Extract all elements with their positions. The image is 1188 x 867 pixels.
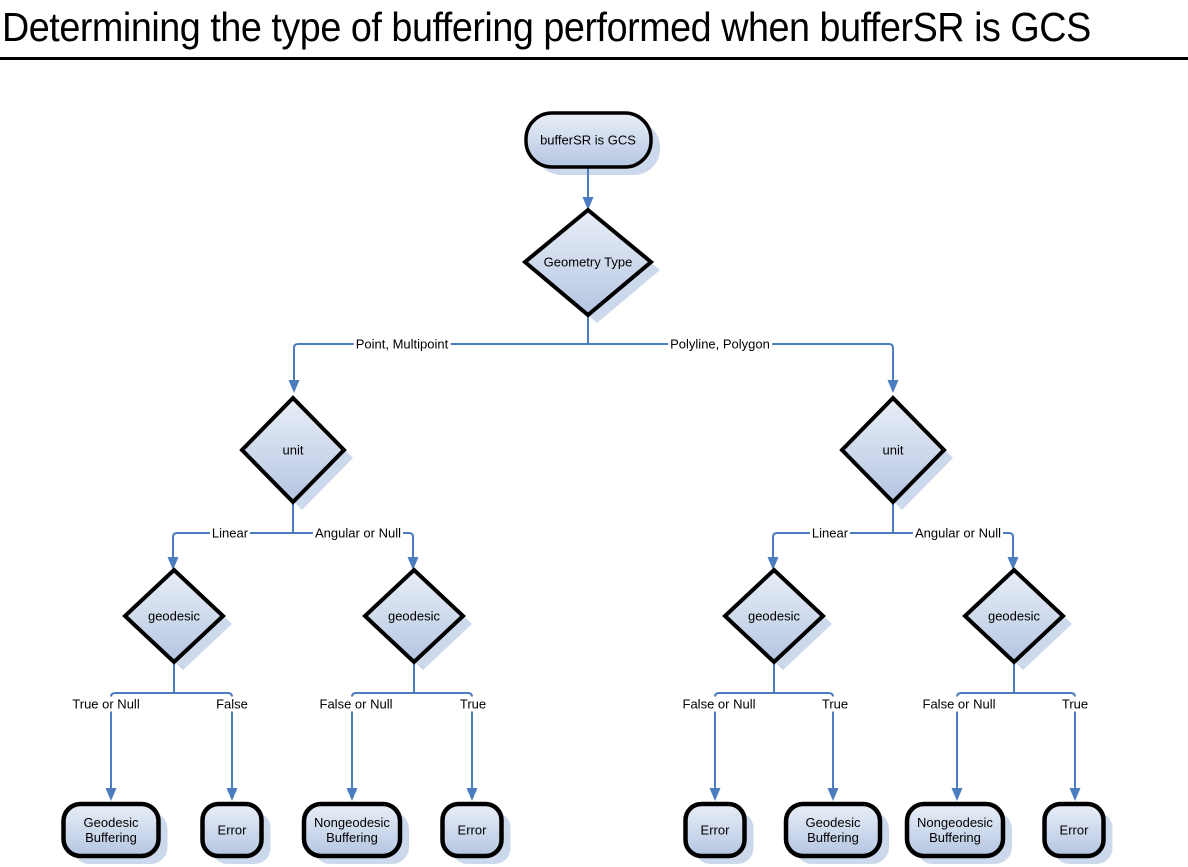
arrow-icon	[407, 557, 419, 570]
terminal-label: Error	[700, 822, 730, 838]
start-node-label: bufferSR is GCS	[540, 132, 636, 148]
arrow-icon	[951, 788, 963, 801]
terminal-error-1-shape	[200, 801, 264, 859]
terminal-error-3-shape	[683, 801, 747, 859]
edge-geodesic-2-split	[351, 662, 473, 789]
edge-label-true: True	[1059, 696, 1091, 712]
page-title-text: Determining the type of buffering perfor…	[2, 4, 1091, 50]
edge-geodesic-4-split	[956, 662, 1076, 789]
edge-label-false-or-null: False or Null	[920, 696, 998, 712]
arrow-icon	[105, 788, 117, 801]
terminal-geodesic-buffering-1-shape	[61, 801, 161, 859]
edge-label-false-or-null: False or Null	[317, 696, 395, 712]
geodesic-1-decision-shape	[122, 567, 226, 665]
terminal-error-2-shape	[440, 801, 504, 859]
arrow-icon	[226, 788, 238, 801]
node-shapes	[61, 111, 1106, 859]
edge-label-angular-or-null-left: Angular or Null	[313, 525, 403, 541]
arrowheads	[105, 197, 1081, 801]
terminal-error-4-shape	[1042, 801, 1106, 859]
arrow-icon	[827, 788, 839, 801]
page-title: Determining the type of buffering perfor…	[0, 0, 1188, 60]
arrow-icon	[167, 557, 179, 570]
edge-geometry-split	[293, 315, 894, 381]
edge-label-true: True	[457, 696, 489, 712]
terminal-label: Error	[1059, 822, 1089, 838]
terminal-label: Geodesic Buffering	[83, 815, 139, 845]
geodesic-2-label: geodesic	[387, 608, 441, 624]
edge-label-polyline-polygon: Polyline, Polygon	[668, 336, 772, 352]
edge-geodesic-1-split	[110, 662, 233, 789]
unit-left-decision-shape	[239, 395, 347, 505]
arrow-icon	[709, 788, 721, 801]
arrow-icon	[582, 197, 594, 210]
terminal-label: Geodesic Buffering	[805, 815, 861, 845]
edge-label-true: True	[819, 696, 851, 712]
terminal-geodesic-buffering-2-shape	[783, 801, 883, 859]
edge-label-false-or-null: False or Null	[680, 696, 758, 712]
arrow-icon	[288, 380, 300, 393]
edge-unit-left-split	[172, 502, 414, 558]
terminal-label: Error	[457, 822, 487, 838]
arrow-icon	[1069, 788, 1081, 801]
edge-label-point-multipoint: Point, Multipoint	[353, 336, 451, 352]
terminal-label: Nongeodesic Buffering	[917, 815, 993, 845]
edge-label-true-or-null: True or Null	[70, 696, 142, 712]
start-node-shape	[524, 111, 653, 169]
connectors	[110, 167, 1076, 789]
terminal-label: Nongeodesic Buffering	[314, 815, 390, 845]
geodesic-4-decision-shape	[962, 567, 1066, 665]
geometry-type-decision-shape	[521, 207, 655, 318]
arrow-icon	[466, 788, 478, 801]
unit-right-label: unit	[882, 442, 904, 458]
arrow-icon	[1007, 557, 1019, 570]
geometry-type-label: Geometry Type	[543, 254, 633, 270]
unit-left-label: unit	[282, 442, 304, 458]
arrow-icon	[767, 557, 779, 570]
terminal-nongeodesic-buffering-2-shape	[904, 801, 1006, 859]
edge-label-false: False	[214, 696, 250, 712]
edge-label-linear-left: Linear	[209, 525, 251, 541]
arrow-icon	[346, 788, 358, 801]
geodesic-3-decision-shape	[722, 567, 826, 665]
unit-right-decision-shape	[839, 395, 947, 505]
geodesic-1-label: geodesic	[147, 608, 201, 624]
terminal-nongeodesic-buffering-1-shape	[301, 801, 403, 859]
edge-label-angular-or-null-right: Angular or Null	[913, 525, 1003, 541]
geodesic-2-decision-shape	[362, 567, 466, 665]
edge-unit-right-split	[772, 502, 1014, 558]
edge-geodesic-3-split	[714, 662, 834, 789]
terminal-label: Error	[217, 822, 247, 838]
geodesic-4-label: geodesic	[987, 608, 1041, 624]
edge-label-linear-right: Linear	[809, 525, 851, 541]
arrow-icon	[887, 380, 899, 393]
geodesic-3-label: geodesic	[747, 608, 801, 624]
